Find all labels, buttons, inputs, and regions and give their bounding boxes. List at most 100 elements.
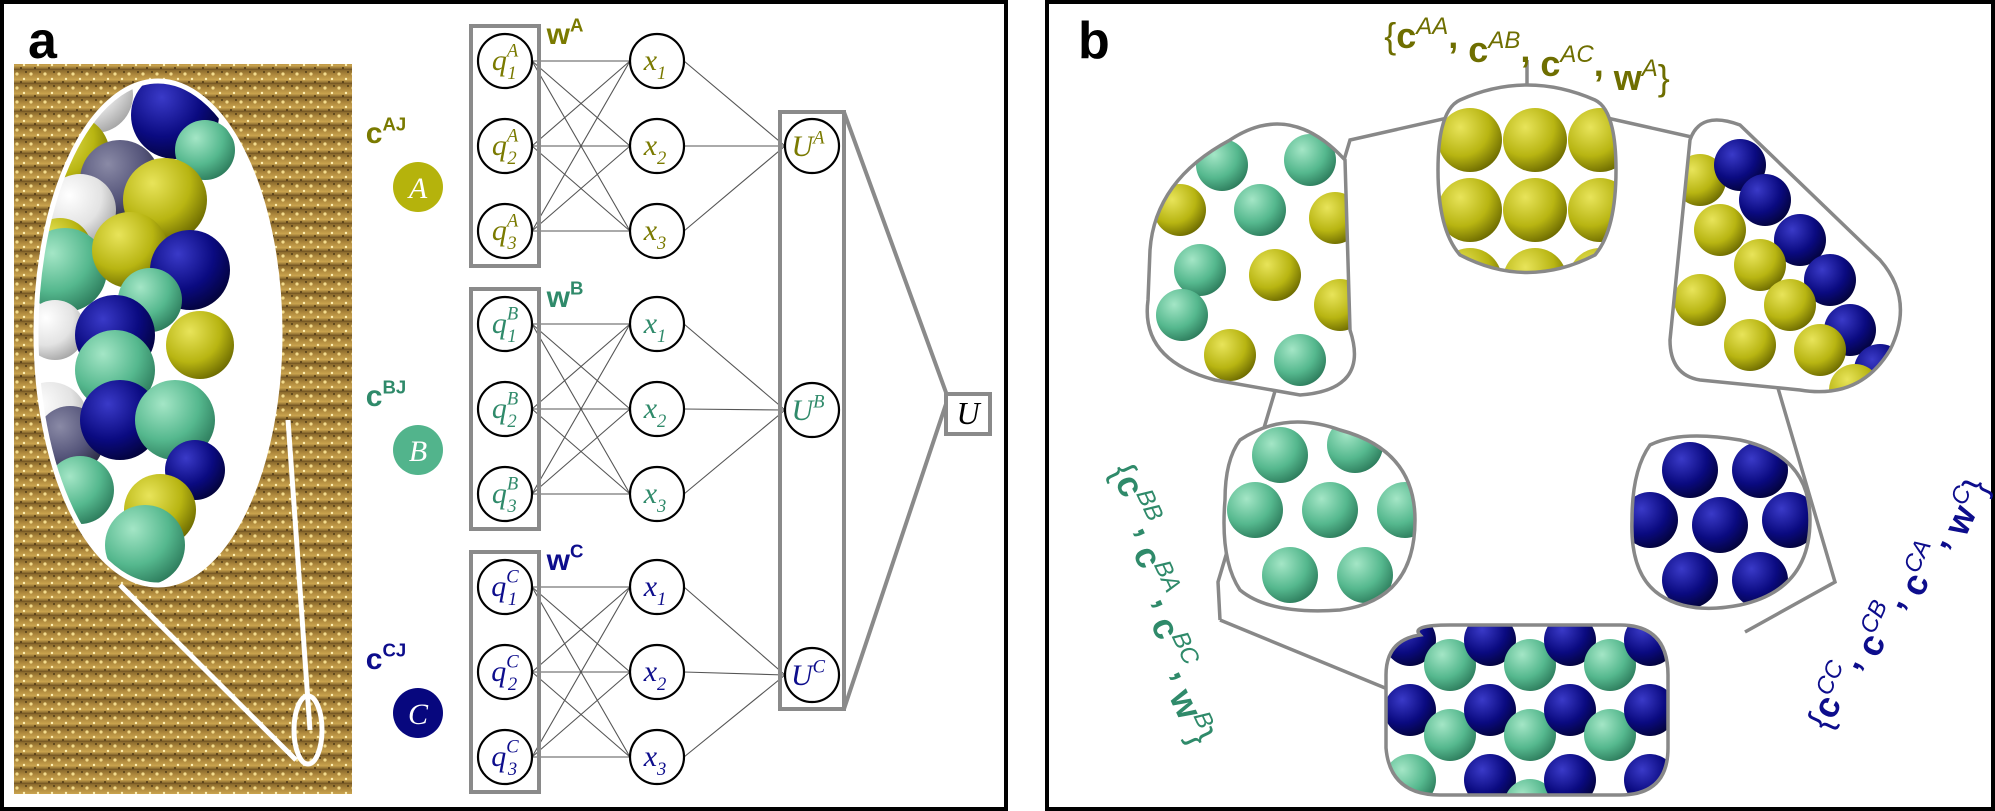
x-node [628, 117, 686, 175]
tile-sphere [1504, 639, 1556, 691]
u-node-label: UA [791, 127, 825, 163]
tile-sphere [1262, 547, 1318, 603]
q-node [476, 117, 534, 175]
species-label: A [407, 172, 428, 205]
weight-label: wC [546, 540, 584, 577]
tile-sphere [1544, 754, 1596, 795]
edge-x-u [683, 409, 786, 495]
u-column-box [778, 110, 846, 711]
q-node [476, 465, 534, 523]
edge-q-x [531, 60, 631, 147]
edge-x-u [683, 60, 786, 147]
tile-sphere [1764, 279, 1816, 331]
tile-sphere [1762, 492, 1810, 548]
tile-sphere [1662, 552, 1718, 608]
species-circle [393, 162, 443, 212]
tile-sphere [1464, 625, 1516, 666]
nanoparticle-zoom [33, 78, 283, 588]
u-node-label: UC [791, 656, 826, 692]
species-circle [393, 425, 443, 475]
edge-q-x [531, 323, 631, 410]
tile-sphere [1662, 442, 1718, 498]
tile-sphere [1544, 684, 1596, 736]
panel-a-letter: a [28, 12, 58, 70]
x-node [628, 465, 686, 523]
q-node [476, 380, 534, 438]
tile-sphere [1424, 709, 1476, 761]
tile-sphere [1568, 108, 1616, 172]
tile-sphere [1739, 174, 1791, 226]
tile-sphere [1377, 482, 1415, 538]
tile-sphere [1544, 625, 1596, 666]
tile-sphere [1386, 684, 1436, 736]
tile-sphere [1204, 329, 1256, 381]
tile-sphere [1584, 639, 1636, 691]
tile-sphere [1794, 324, 1846, 376]
weight-label: wA [546, 14, 584, 51]
x-node [628, 32, 686, 90]
tile-bc [1384, 623, 1670, 797]
c-label: cCJ [366, 639, 406, 676]
edge-q-x [531, 586, 631, 673]
x-node-label: x2 [643, 392, 667, 432]
zoom-source-ellipse [291, 693, 325, 767]
edge-x-u [683, 586, 786, 676]
tile-sphere [1234, 184, 1286, 236]
x-node-label: x3 [643, 477, 667, 517]
x-node [628, 202, 686, 260]
q-group-box [469, 550, 541, 794]
x-node-label: x2 [643, 129, 667, 169]
x-node [628, 380, 686, 438]
zoom-sphere [80, 380, 160, 460]
species-label: C [408, 698, 429, 731]
tile-sphere [1734, 239, 1786, 291]
tile-sphere [1337, 547, 1393, 603]
tile-sphere [1174, 244, 1226, 296]
tile-sphere [1252, 427, 1308, 483]
tile-sphere [1438, 178, 1502, 242]
q-node [476, 558, 534, 616]
q-node [476, 728, 534, 786]
x-node [628, 558, 686, 616]
tile-sphere [1503, 248, 1567, 273]
zoom-callout [118, 419, 325, 767]
tile-sphere [1249, 249, 1301, 301]
q-group-box [469, 287, 541, 531]
output-box [944, 392, 992, 436]
edge-q-x [531, 323, 631, 495]
label-species-a: {cAA, cAB, cAC, wA} [1384, 13, 1670, 98]
tile-sphere [1227, 482, 1283, 538]
u-node [783, 117, 841, 175]
tile-sphere [1464, 684, 1516, 736]
tile-sphere [1274, 334, 1326, 386]
weight-label: wB [546, 277, 584, 314]
x-node-label: x1 [643, 570, 667, 610]
tile-cc [1630, 434, 1812, 611]
edge-q-x [531, 408, 631, 495]
x-node [628, 728, 686, 786]
edge-x-u [683, 145, 786, 232]
tile-sphere [1438, 108, 1502, 172]
edge-x-u [683, 674, 786, 758]
tile-bb [1222, 420, 1417, 613]
tile-sphere [1724, 319, 1776, 371]
u-node [783, 381, 841, 439]
q-node [476, 32, 534, 90]
zoom-sphere [175, 120, 235, 180]
x-node-label: x1 [643, 44, 667, 84]
edge-q-x [531, 60, 631, 232]
q-node [476, 202, 534, 260]
tile-sphere [1732, 442, 1788, 498]
u-node-label: UB [791, 391, 824, 427]
tile-sphere [1568, 178, 1616, 242]
